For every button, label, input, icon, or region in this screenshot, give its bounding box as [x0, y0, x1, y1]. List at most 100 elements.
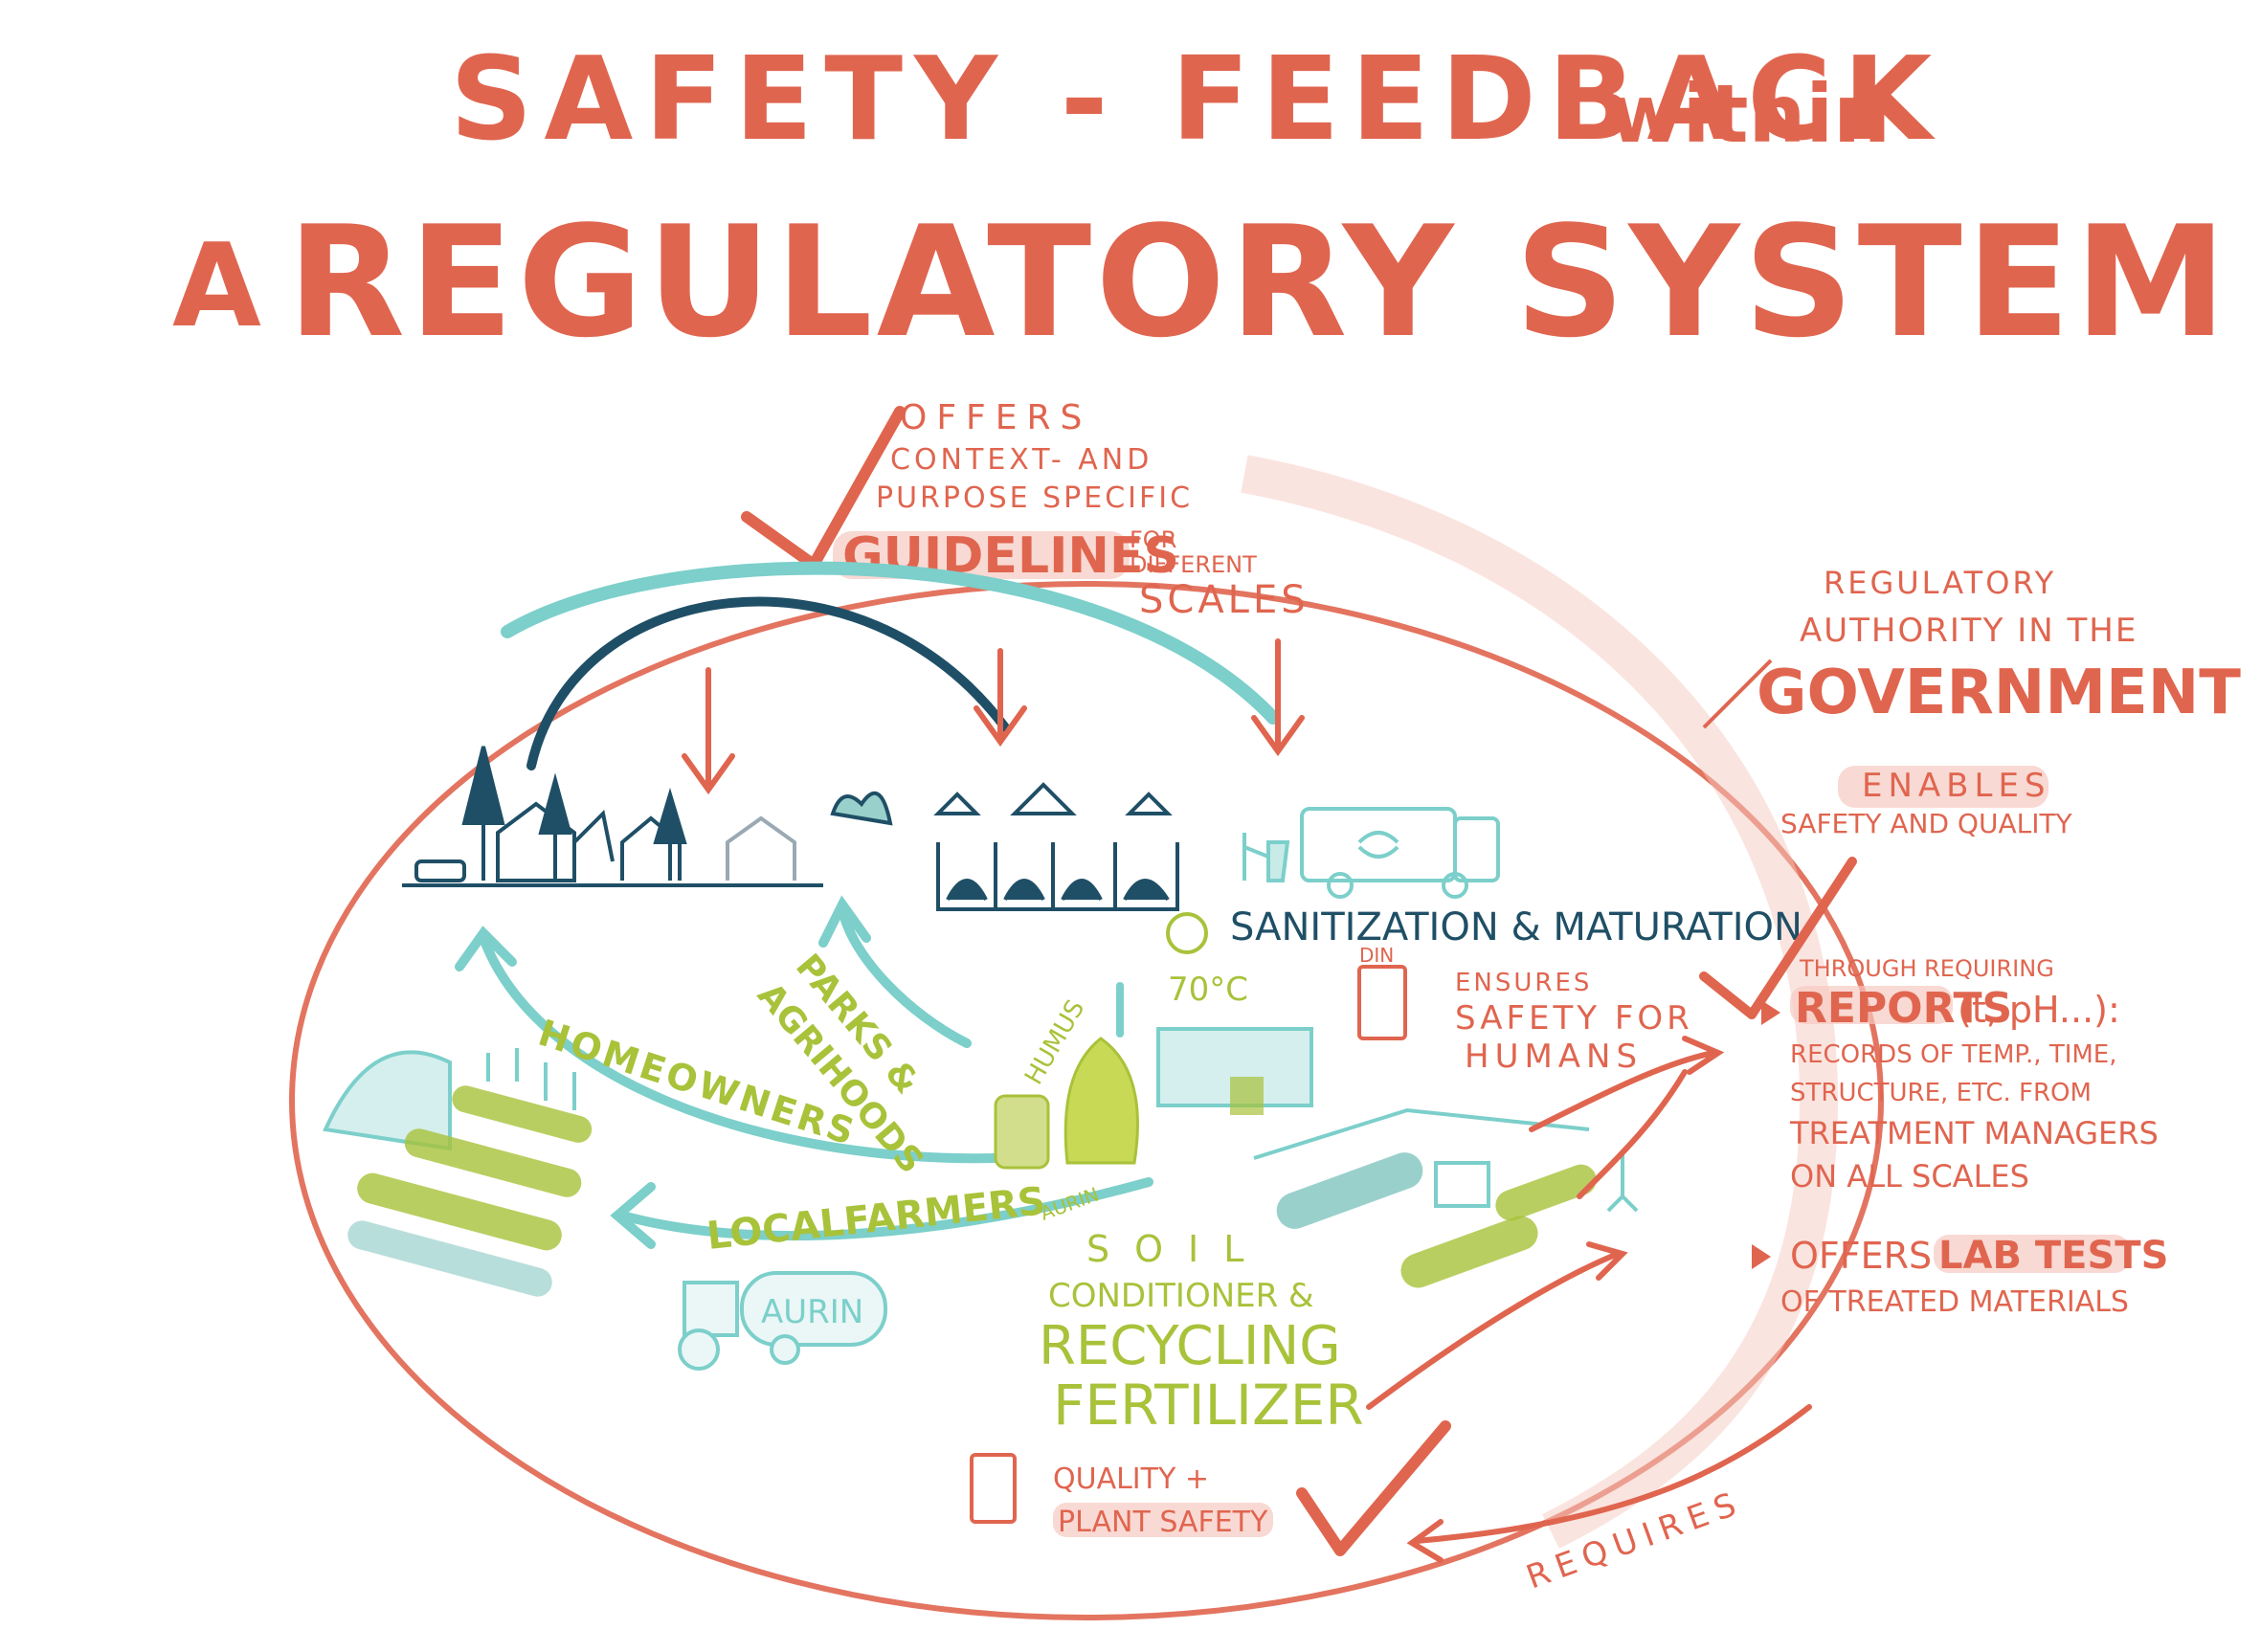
- aurin-small-label: AURIN: [1038, 1183, 1102, 1225]
- car: [414, 859, 466, 882]
- lab-block: OFFERS LAB TESTS OF TREATED MATERIALS: [1752, 1234, 2168, 1319]
- truck-body: [1300, 807, 1457, 882]
- tractor-wheel-2: [770, 1334, 800, 1365]
- distribution-arrows: [455, 895, 1153, 1249]
- din-document-icon: [1357, 965, 1407, 1040]
- title-line1: SAFETY - FEEDBACK: [450, 33, 1943, 167]
- quality-line2: PLANT SAFETY: [1058, 1506, 1268, 1539]
- farmers-arrow: [610, 1177, 1153, 1249]
- tractor-cab: [683, 1281, 739, 1337]
- quality-line1: QUALITY +: [1053, 1462, 1209, 1496]
- windrow-1: [1276, 1152, 1423, 1229]
- din-document-icon-2: [970, 1453, 1017, 1524]
- person-with-bin: [1242, 833, 1290, 882]
- reports-line3: TREATMENT MANAGERS: [1789, 1115, 2159, 1151]
- for-label: FOR: [1130, 526, 1176, 553]
- field-row-1: [452, 1085, 593, 1143]
- tree-3: [653, 788, 687, 881]
- din-label: DIN: [1359, 944, 1394, 967]
- reports-line1: RECORDS OF TEMP., TIME,: [1790, 1040, 2117, 1069]
- reports-line4: ON ALL SCALES: [1790, 1158, 2029, 1194]
- guidelines-note: OFFERS CONTEXT- AND PURPOSE SPECIFIC GUI…: [833, 398, 1306, 622]
- different-label: DIFFERENT: [1130, 551, 1257, 578]
- red-down-arrows: [682, 638, 1305, 795]
- requires-arrow: [1406, 1404, 1812, 1563]
- treatment-facility: [1253, 1107, 1639, 1288]
- group-labels: HOMEOWNERS PARKS & AGRIHOODS LOCALFARMER…: [533, 947, 1047, 1259]
- reports-line2: STRUCTURE, ETC. FROM: [1790, 1079, 2092, 1107]
- arrow-to-reports: [1529, 1036, 1725, 1132]
- lab-line2: OF TREATED MATERIALS: [1780, 1285, 2129, 1319]
- bottom-check-mark: [1296, 1420, 1451, 1556]
- tractor-label: AURIN: [761, 1293, 863, 1331]
- truck-wheel-2: [1442, 872, 1468, 899]
- government-block: REGULATORY AUTHORITY IN THE GOVERNMENT E…: [1702, 565, 2241, 839]
- tractor-wheel-1: [678, 1328, 720, 1371]
- recycle-icon: [1357, 831, 1399, 859]
- arrow-down-3: [1251, 638, 1305, 757]
- title: SAFETY - FEEDBACK within A REGULATORY SY…: [172, 33, 2230, 371]
- aurin-jar: [994, 1094, 1050, 1170]
- local-farmers-label: LOCALFARMERS: [705, 1179, 1047, 1259]
- field-row-2: [404, 1128, 582, 1197]
- reports-title: REPORTS: [1795, 984, 2012, 1033]
- purpose-label: PURPOSE SPECIFIC: [876, 481, 1193, 515]
- recycling-label: RECYCLING: [1039, 1315, 1341, 1377]
- fertilizer-label-group: SOIL CONDITIONER & RECYCLING FERTILIZER: [1039, 1228, 1364, 1438]
- title-line2: REGULATORY SYSTEM: [287, 192, 2230, 371]
- government-check-mark: [1699, 857, 1857, 1019]
- navy-arc: [526, 596, 1010, 770]
- house-2: [620, 815, 682, 881]
- arrow-to-lab: [1577, 1069, 1688, 1199]
- garden-plant: [830, 791, 893, 826]
- village: [933, 782, 1173, 815]
- conditioner-label: CONDITIONER &: [1048, 1277, 1314, 1315]
- field-row-3: [357, 1172, 562, 1251]
- plant-safety-highlight: [1053, 1503, 1273, 1537]
- bucket-icon: [1230, 1077, 1264, 1115]
- house-3: [726, 815, 796, 881]
- collection-truck: [1242, 807, 1500, 899]
- sanitization-group: SANITIZATION & MATURATION 70°C: [1116, 905, 1802, 1115]
- sanitization-label: SANITIZATION & MATURATION: [1230, 905, 1802, 949]
- offers-label: OFFERS: [900, 398, 1091, 437]
- windrow-3: [1495, 1164, 1597, 1221]
- quality-group: QUALITY + PLANT SAFETY: [970, 1453, 1273, 1539]
- feedback-arrows: [1366, 1036, 1812, 1563]
- enables-highlight: [1838, 766, 2048, 808]
- title-prefix: A: [172, 220, 261, 353]
- reports-intro: THROUGH REQUIRING: [1799, 955, 2054, 982]
- virus-icon: [1166, 912, 1208, 954]
- loader: [1434, 1161, 1490, 1208]
- gov-line3: GOVERNMENT: [1757, 658, 2241, 728]
- guidelines-teal-arc: [501, 561, 1280, 725]
- arrow-down-2: [974, 648, 1027, 748]
- ensures-line1: ENSURES: [1455, 969, 1592, 997]
- trees-left: [486, 1048, 576, 1110]
- arrow-from-fertilizer: [1366, 1241, 1628, 1410]
- feedback-loop-ellipse: [289, 581, 1884, 1620]
- reports-highlight: [1790, 986, 1953, 1024]
- compost-piles: [946, 879, 1170, 902]
- tree-1: [461, 746, 505, 881]
- tractor-tank: [740, 1271, 887, 1347]
- gov-line1: REGULATORY: [1824, 565, 2056, 601]
- reports-block: THROUGH REQUIRING REPORTS (t, pH...): RE…: [1761, 955, 2159, 1194]
- reports-params: (t, pH...):: [1958, 989, 2120, 1031]
- lab-tests: LAB TESTS: [1938, 1234, 2168, 1278]
- arrow-down-1: [682, 667, 735, 795]
- enables-label: ENABLES: [1862, 767, 2051, 805]
- humus-bag: [1063, 1037, 1139, 1165]
- soil-label: SOIL: [1086, 1228, 1268, 1270]
- title-line1-within: within: [1608, 67, 1891, 161]
- gov-line2: AUTHORITY IN THE: [1800, 612, 2138, 650]
- truck-cab: [1453, 816, 1500, 882]
- lab-highlight: [1934, 1235, 2130, 1273]
- lab-offers: OFFERS: [1790, 1235, 1932, 1277]
- compost-bins: [936, 842, 1179, 911]
- ensures-line3: HUMANS: [1465, 1038, 1643, 1076]
- greenhouse: [323, 1050, 452, 1151]
- gov-connector: [1702, 659, 1773, 729]
- facility-outline: [1253, 1107, 1590, 1160]
- fertilizer-label: FERTILIZER: [1053, 1373, 1364, 1438]
